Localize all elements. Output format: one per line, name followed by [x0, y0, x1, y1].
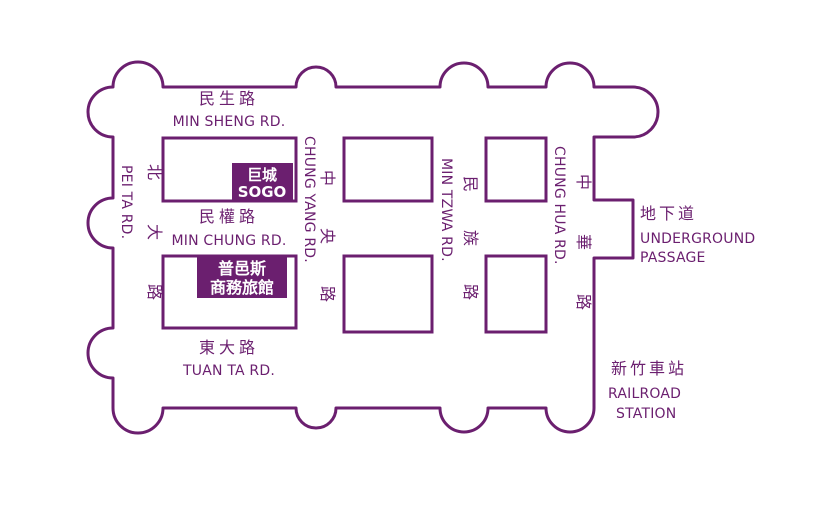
min-sheng-rd-zh: 民生路: [199, 89, 259, 108]
hotel-name-line1: 普邑斯: [218, 259, 266, 278]
chung-hua-rd-en: CHUNG HUA RD.: [551, 146, 567, 265]
underground-passage-zh: 地下道: [640, 204, 697, 223]
chung-yang-rd-zh: 中央路: [318, 170, 337, 344]
sogo-label-zh: 巨城: [247, 166, 277, 184]
street-outline: [86, 60, 660, 435]
sogo-label-en: SOGO: [238, 183, 287, 201]
tuan-ta-rd-en: TUAN TA RD.: [182, 363, 275, 379]
block-right-top: [484, 136, 548, 203]
railroad-station-en-2: STATION: [616, 406, 676, 422]
min-tzwa-rd-en: MIN TZWA RD.: [438, 158, 454, 262]
sogo-badge: [232, 163, 293, 201]
chung-yang-rd-en: CHUNG YANG RD.: [301, 136, 317, 263]
pei-ta-rd-zh: 北大路: [145, 164, 164, 344]
min-sheng-rd-en: MIN SHENG RD.: [173, 114, 286, 130]
hotel-badge: [197, 256, 287, 298]
underground-passage-en-1: UNDERGROUND: [640, 231, 755, 247]
tuan-ta-rd-zh: 東大路: [199, 338, 259, 357]
underground-passage-en-2: PASSAGE: [640, 250, 706, 266]
railroad-station-en-1: RAILROAD: [608, 386, 681, 402]
block-right-bottom: [484, 254, 548, 334]
hotel-name-line2: 商務旅館: [210, 278, 274, 297]
block-center-top: [342, 136, 434, 203]
railroad-station-zh: 新竹車站: [611, 359, 687, 378]
pei-ta-rd-en: PEI TA RD.: [118, 165, 134, 239]
block-center-bottom: [342, 254, 434, 334]
min-tzwa-rd-zh: 民族路: [461, 176, 480, 338]
min-chung-rd-zh: 民權路: [199, 207, 259, 226]
chung-hua-rd-zh: 中華路: [574, 174, 593, 354]
min-chung-rd-en: MIN CHUNG RD.: [171, 233, 286, 249]
